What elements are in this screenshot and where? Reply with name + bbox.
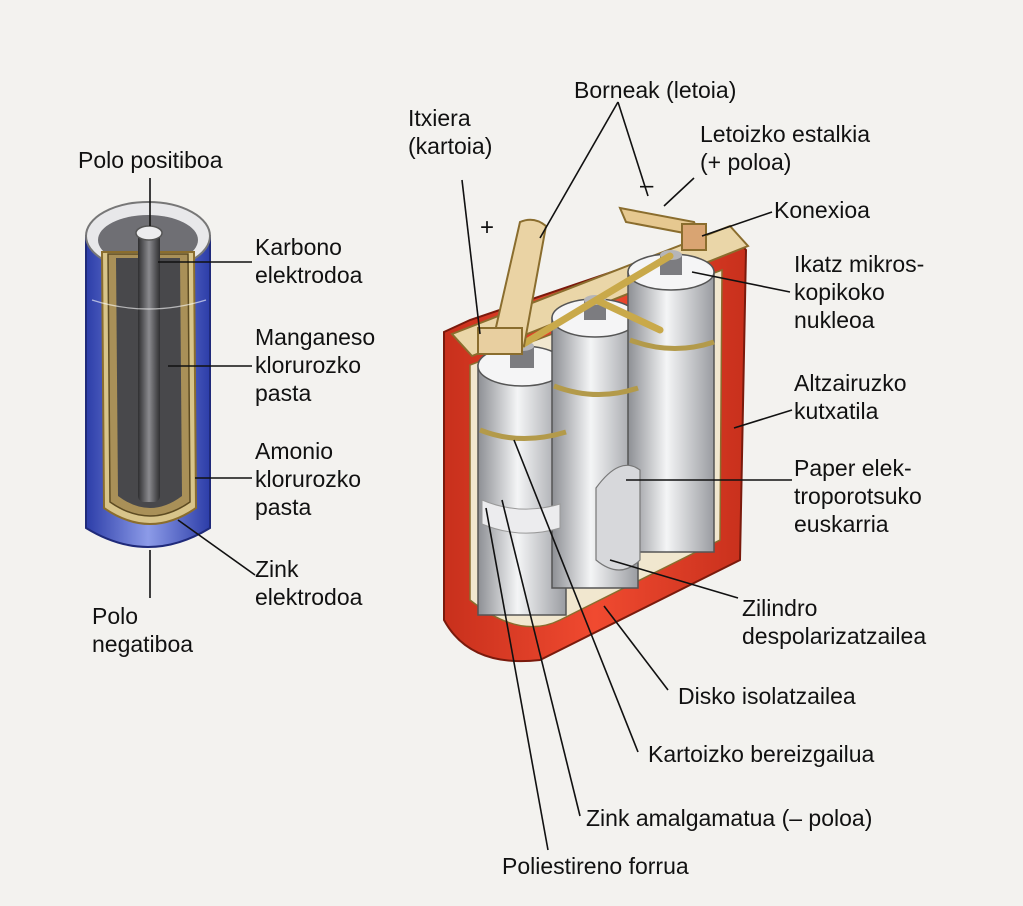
label-polo-negatiboa: Polo negatiboa: [92, 603, 194, 657]
label-konexioa: Konexioa: [774, 197, 870, 223]
label-altzairuzko-kutxatila: Altzairuzko kutxatila: [794, 370, 907, 424]
label-zink-amalgamatua: Zink amalgamatua (– poloa): [586, 805, 873, 831]
leader-lines: [149, 101, 793, 851]
terminal-base: [477, 327, 523, 355]
cell-cylinder-3: [627, 250, 715, 553]
label-amonio-pasta: Amonio klorurozko pasta: [255, 438, 362, 520]
label-zink-elektrodoa: Zink elektrodoa: [255, 556, 363, 610]
label-itxiera: Itxiera (kartoia): [408, 105, 493, 159]
label-manganeso-pasta: Manganeso klorurozko pasta: [255, 324, 376, 406]
cardboard-separator: [479, 337, 715, 441]
brass-connection-strip: [516, 252, 674, 350]
positive-pole-cap: [135, 225, 163, 241]
label-polo-positiboa: Polo positiboa: [78, 147, 223, 173]
plus-sign: +: [480, 214, 495, 241]
connector-block: [681, 223, 707, 251]
single-cell: [85, 201, 211, 548]
label-disko-isolatzailea: Disko isolatzailea: [678, 683, 856, 709]
minus-sign: –: [640, 172, 654, 199]
carbon-electrode: [138, 232, 160, 502]
label-poliestireno-forrua: Poliestireno forrua: [502, 853, 689, 879]
paper-support-window: [595, 464, 641, 571]
label-kartoizko-bereizgailua: Kartoizko bereizgailua: [648, 741, 875, 767]
label-letoizko-estalkia: Letoizko estalkia (+ poloa): [700, 121, 871, 175]
label-borneak: Borneak (letoia): [574, 77, 737, 103]
flat-battery: [443, 206, 750, 663]
label-zilindro-despolarizatzailea: Zilindro despolarizatzailea: [742, 595, 927, 649]
label-karbono-elektrodoa: Karbono elektrodoa: [255, 234, 363, 288]
label-ikatz-nukleoa: Ikatz mikros- kopikoko nukleoa: [794, 251, 925, 333]
label-paper-euskarria: Paper elek- troporotsuko euskarria: [794, 455, 922, 537]
